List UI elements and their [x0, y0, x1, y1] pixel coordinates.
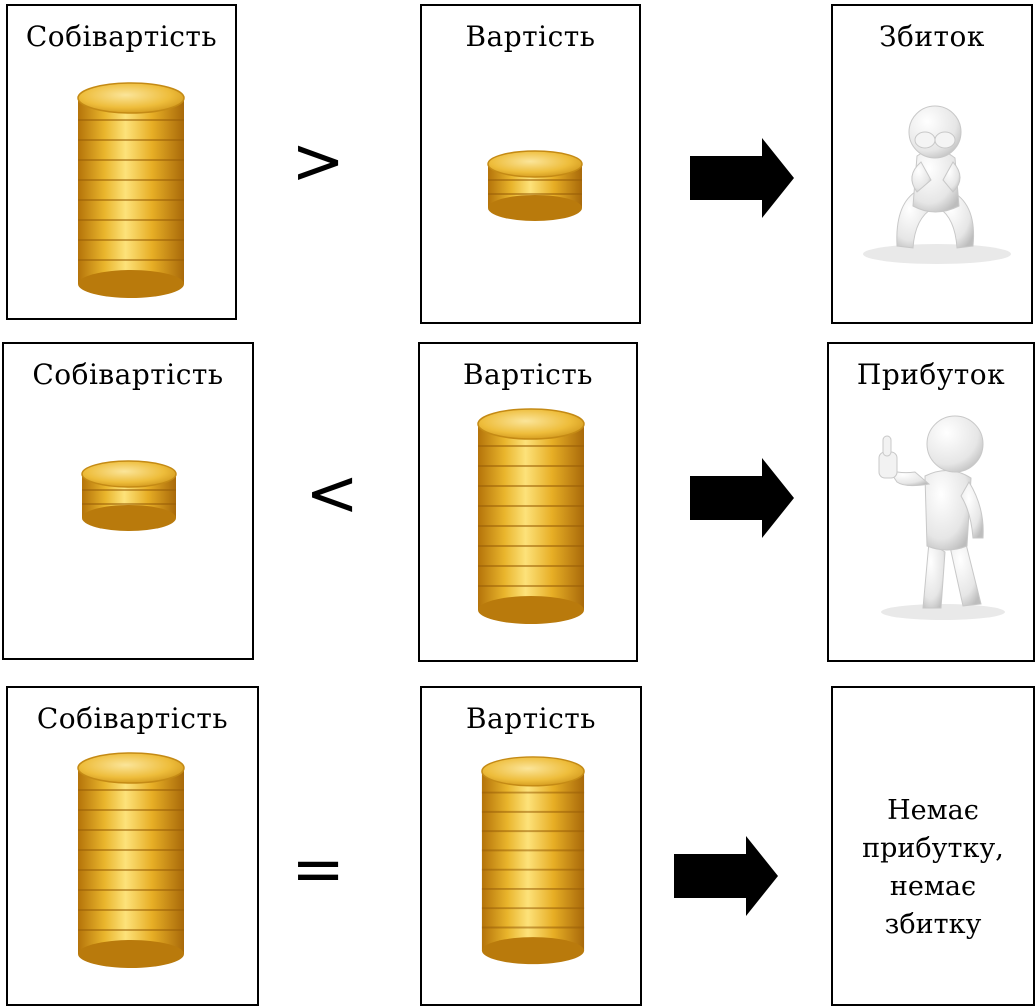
- equals-operator: =: [291, 833, 345, 907]
- tall-coin-stack-icon: [77, 752, 185, 968]
- cost-card: Собівартість: [6, 686, 259, 1006]
- right-arrow-icon: [690, 458, 794, 538]
- tall-coin-stack-icon: [481, 756, 585, 965]
- note-line: Немає: [887, 795, 979, 826]
- short-coin-stack-icon: [487, 150, 583, 221]
- cost-label: Собівартість: [36, 702, 229, 735]
- note-line: прибутку,: [862, 833, 1004, 864]
- result-card: Збиток: [831, 4, 1033, 324]
- value-label: Вартість: [462, 358, 594, 391]
- right-arrow-icon: [690, 138, 794, 218]
- tall-coin-stack-icon: [77, 82, 185, 298]
- short-coin-stack-icon: [81, 460, 177, 531]
- value-label: Вартість: [465, 20, 596, 53]
- cost-card: Собівартість: [2, 342, 254, 660]
- value-card: Вартість: [420, 686, 642, 1006]
- result-card: Немає прибутку, немає збитку: [831, 686, 1035, 1006]
- result-label: Збиток: [879, 20, 985, 53]
- sad-person-icon: [863, 105, 1011, 264]
- result-label: Прибуток: [856, 358, 1006, 391]
- right-arrow-icon: [674, 836, 778, 916]
- no-profit-no-loss-note: Немає прибутку, немає збитку: [833, 792, 1033, 944]
- note-line: немає: [889, 871, 977, 902]
- result-card: Прибуток: [827, 342, 1035, 662]
- cost-label: Собівартість: [25, 20, 218, 53]
- cost-label: Собівартість: [32, 358, 224, 391]
- value-label: Вартість: [465, 702, 597, 735]
- note-line: збитку: [884, 909, 982, 940]
- cost-card: Собівартість: [6, 4, 237, 320]
- value-card: Вартість: [418, 342, 638, 662]
- thumbs-up-person-icon: [878, 415, 1005, 620]
- less-than-operator: <: [305, 457, 359, 531]
- greater-than-operator: >: [291, 125, 345, 199]
- tall-coin-stack-icon: [477, 408, 585, 624]
- value-card: Вартість: [420, 4, 641, 324]
